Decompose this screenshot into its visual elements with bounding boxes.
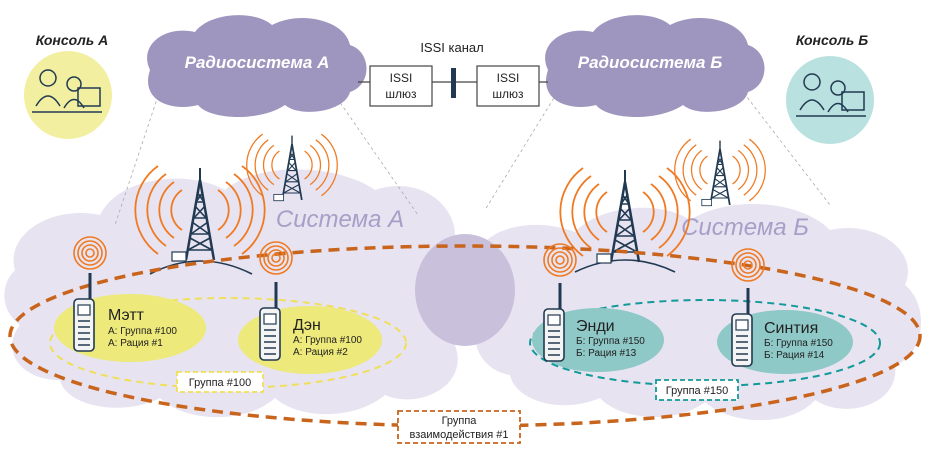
- group-100-label: Группа #100: [176, 371, 264, 393]
- issi-channel-label: ISSI канал: [420, 40, 483, 55]
- hill-b: [574, 259, 676, 273]
- user-andy-name: Энди: [576, 318, 615, 335]
- group-150-label: Группа #150: [655, 379, 739, 401]
- console-b: Консоль Б: [786, 32, 874, 144]
- user-matt-name: Мэтт: [108, 307, 145, 324]
- issi-gateway-a-line2: шлюз: [385, 87, 417, 101]
- issi-gateway-b: ISSI шлюз: [476, 65, 540, 107]
- user-den-line1: А: Группа #100: [293, 335, 362, 346]
- user-cynthia-name: Синтия: [764, 320, 818, 337]
- user-andy-line2: Б: Рация #13: [576, 348, 637, 359]
- coverage-overlap: [415, 234, 515, 346]
- svg-text:взаимодействия #1: взаимодействия #1: [410, 429, 509, 441]
- user-matt-line1: А: Группа #100: [108, 326, 177, 337]
- coverage-a-label: Система А: [276, 206, 404, 233]
- user-cynthia-line1: Б: Группа #150: [764, 338, 833, 349]
- user-andy: Энди Б: Группа #150 Б: Рация #13: [532, 243, 664, 372]
- tower-a-far: [246, 133, 338, 202]
- hill-a: [149, 260, 253, 275]
- issi-gateway-b-line1: ISSI: [497, 71, 520, 85]
- svg-text:Группа #150: Группа #150: [666, 385, 728, 397]
- user-andy-line1: Б: Группа #150: [576, 336, 645, 347]
- console-b-label: Консоль Б: [796, 32, 868, 48]
- user-cynthia: Синтия Б: Группа #150 Б: Рация #14: [717, 248, 853, 374]
- issi-channel-bar: [451, 68, 456, 98]
- user-cynthia-line2: Б: Рация #14: [764, 350, 825, 361]
- group-100-ellipse: [49, 297, 407, 389]
- interop-group-label: Группа взаимодействия #1: [397, 410, 521, 444]
- user-den-line2: А: Рация #2: [293, 347, 348, 358]
- tower-b-main: [559, 167, 691, 264]
- user-den-name: Дэн: [293, 317, 321, 334]
- group-150-ellipse: [529, 299, 881, 387]
- console-a: Консоль А: [24, 32, 112, 139]
- svg-text:Группа #100: Группа #100: [189, 377, 251, 389]
- radio-system-a: Радиосистема А: [147, 15, 367, 118]
- console-a-label: Консоль А: [36, 32, 108, 48]
- issi-gateway-a: ISSI шлюз: [369, 65, 433, 107]
- tower-a-main: [134, 165, 266, 262]
- radio-system-b-label: Радиосистема Б: [578, 53, 723, 72]
- issi-link: ISSI канал ISSI шлюз ISSI шлюз: [358, 40, 548, 107]
- radio-system-a-label: Радиосистема А: [185, 53, 330, 72]
- coverage-b-label: Система Б: [681, 214, 809, 241]
- user-den: Дэн А: Группа #100 А: Рация #2: [238, 241, 382, 374]
- user-matt: Мэтт А: Группа #100 А: Рация #1: [54, 236, 206, 362]
- radio-system-b: Радиосистема Б: [545, 15, 765, 118]
- issi-gateway-a-line1: ISSI: [390, 71, 413, 85]
- svg-text:Группа: Группа: [442, 415, 478, 427]
- user-matt-line2: А: Рация #1: [108, 338, 163, 349]
- tower-b-far: [674, 138, 766, 207]
- issi-gateway-b-line2: шлюз: [492, 87, 524, 101]
